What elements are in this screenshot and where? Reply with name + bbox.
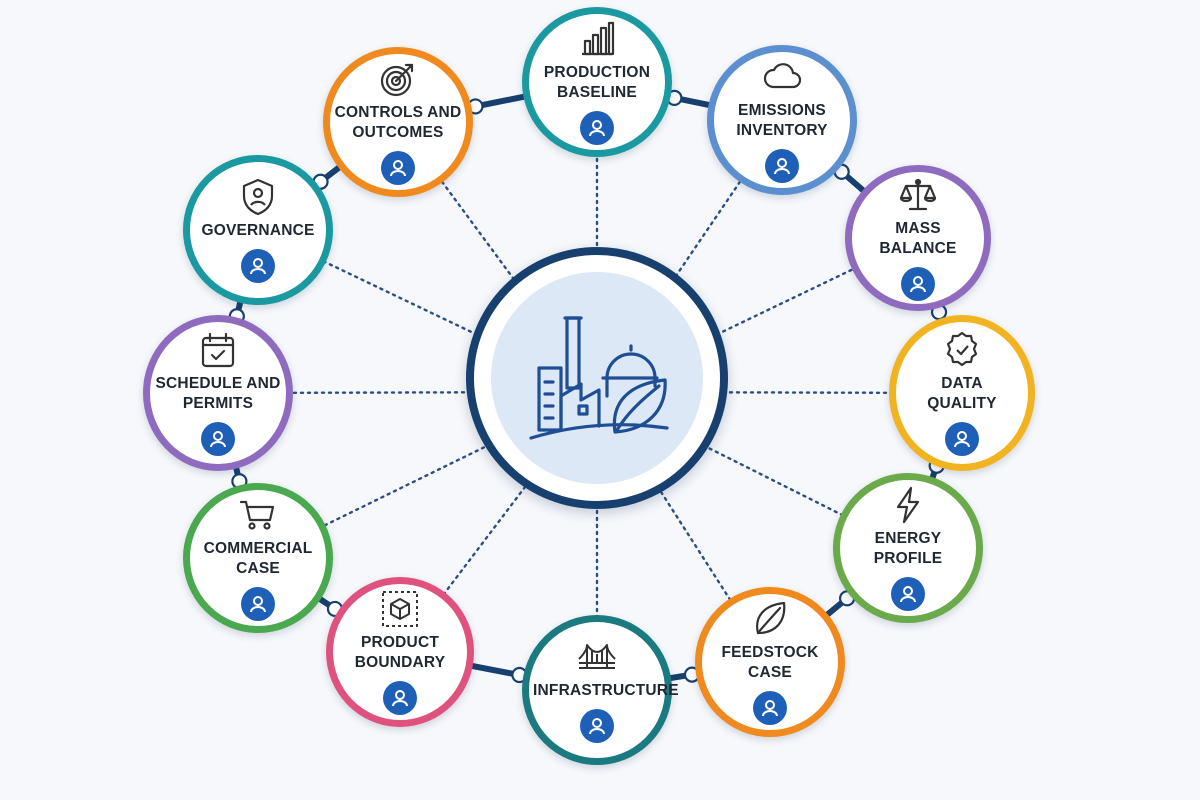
node-label: PRODUCTION BASELINE — [543, 64, 651, 101]
node-schedule-and-permits[interactable]: SCHEDULE AND PERMITS — [143, 315, 293, 471]
cloud-icon — [762, 57, 802, 97]
target-icon — [378, 59, 418, 99]
node-label: FEEDSTOCK CASE — [721, 644, 819, 681]
cart-icon — [238, 495, 278, 535]
user-avatar-icon[interactable] — [383, 681, 417, 715]
user-avatar-icon[interactable] — [765, 149, 799, 183]
user-avatar-icon[interactable] — [901, 267, 935, 301]
node-energy-profile[interactable]: ENERGY PROFILE — [833, 473, 983, 623]
calendar-check-icon — [198, 330, 238, 370]
factory-leaf-icon — [529, 316, 669, 440]
node-product-boundary[interactable]: PRODUCT BOUNDARY — [326, 577, 474, 727]
central-hub[interactable] — [466, 247, 728, 509]
node-commercial-case[interactable]: COMMERCIAL CASE — [183, 483, 333, 633]
node-data-quality[interactable]: DATA QUALITY — [889, 315, 1035, 471]
user-avatar-icon[interactable] — [201, 422, 235, 456]
node-governance[interactable]: GOVERNANCE — [183, 155, 333, 305]
node-label: PRODUCT BOUNDARY — [354, 634, 446, 671]
node-infrastructure[interactable]: INFRASTRUCTURE — [522, 615, 679, 765]
user-avatar-icon[interactable] — [241, 249, 275, 283]
node-production-baseline[interactable]: PRODUCTION BASELINE — [522, 7, 672, 157]
lightning-icon — [888, 485, 928, 525]
node-label: DATA QUALITY — [927, 375, 997, 412]
user-avatar-icon[interactable] — [580, 709, 614, 743]
node-label: CONTROLS AND OUTCOMES — [334, 104, 462, 141]
node-label: MASS BALANCE — [879, 220, 957, 257]
node-label: EMISSIONS INVENTORY — [736, 102, 828, 139]
node-feedstock-case[interactable]: FEEDSTOCK CASE — [695, 587, 845, 737]
user-avatar-icon[interactable] — [891, 577, 925, 611]
user-avatar-icon[interactable] — [381, 151, 415, 185]
user-avatar-icon[interactable] — [753, 691, 787, 725]
node-label: INFRASTRUCTURE — [533, 682, 679, 699]
scale-icon — [898, 175, 938, 215]
bar-chart-icon — [577, 19, 617, 59]
shield-user-icon — [238, 177, 278, 217]
award-badge-icon — [942, 330, 982, 370]
node-label: SCHEDULE AND PERMITS — [155, 375, 281, 412]
box-boundary-icon — [380, 589, 420, 629]
node-emissions-inventory[interactable]: EMISSIONS INVENTORY — [707, 45, 857, 195]
node-label: COMMERCIAL CASE — [203, 540, 313, 577]
user-avatar-icon[interactable] — [241, 587, 275, 621]
leaf-icon — [750, 599, 790, 639]
node-controls-and-outcomes[interactable]: CONTROLS AND OUTCOMES — [323, 47, 473, 197]
node-mass-balance[interactable]: MASS BALANCE — [845, 165, 991, 311]
node-label: ENERGY PROFILE — [873, 530, 943, 567]
user-avatar-icon[interactable] — [945, 422, 979, 456]
bridge-icon — [577, 637, 617, 677]
node-label: GOVERNANCE — [201, 222, 315, 239]
user-avatar-icon[interactable] — [580, 111, 614, 145]
hub-inner-circle — [491, 272, 703, 484]
